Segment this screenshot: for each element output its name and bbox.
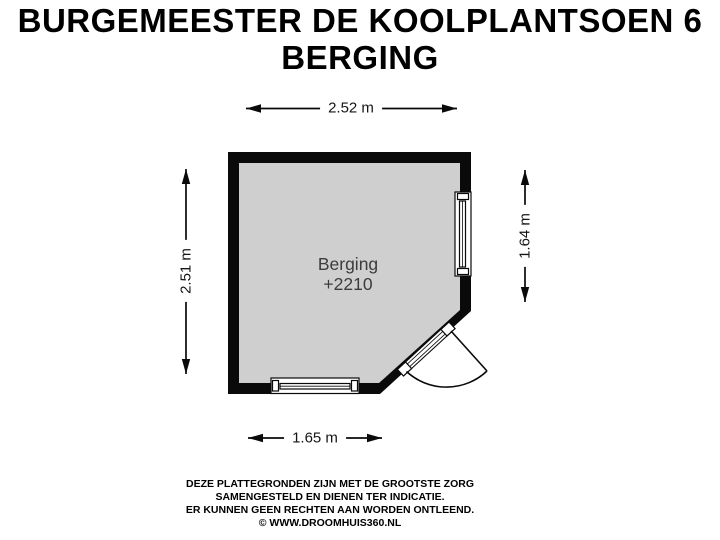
page-title: BURGEMEESTER DE KOOLPLANTSOEN 6 BERGING <box>0 2 720 76</box>
door-swing-arc <box>405 370 488 388</box>
dimension-label-bottom: 1.65 m <box>284 428 346 448</box>
title-line-address: BURGEMEESTER DE KOOLPLANTSOEN 6 <box>17 2 703 39</box>
footer-line-3: ER KUNNEN GEEN RECHTEN AAN WORDEN ONTLEE… <box>185 504 475 516</box>
dimension-label-right: 1.64 m <box>515 205 535 267</box>
title-line-room: BERGING <box>281 39 439 76</box>
footer-disclaimer: DEZE PLATTEGRONDEN ZIJN MET DE GROOTSTE … <box>0 478 660 530</box>
room-name: Berging <box>317 254 379 274</box>
room-label: Berging +2210 <box>318 254 378 294</box>
footer-line-2: SAMENGESTELD EN DIENEN TER INDICATIE. <box>215 491 445 503</box>
footer-copyright: © WWW.DROOMHUIS360.NL <box>258 517 402 529</box>
room-elevation: +2210 <box>323 274 373 294</box>
footer-line-1: DEZE PLATTEGRONDEN ZIJN MET DE GROOTSTE … <box>186 478 474 490</box>
dimension-label-top: 2.52 m <box>320 98 382 118</box>
window-right <box>454 191 472 277</box>
room-floor <box>239 163 460 383</box>
dimension-label-left: 2.51 m <box>176 240 196 302</box>
door <box>396 321 488 388</box>
door-frame-post-top <box>440 321 456 337</box>
door-leaf <box>450 330 488 372</box>
window-bottom <box>270 377 360 395</box>
